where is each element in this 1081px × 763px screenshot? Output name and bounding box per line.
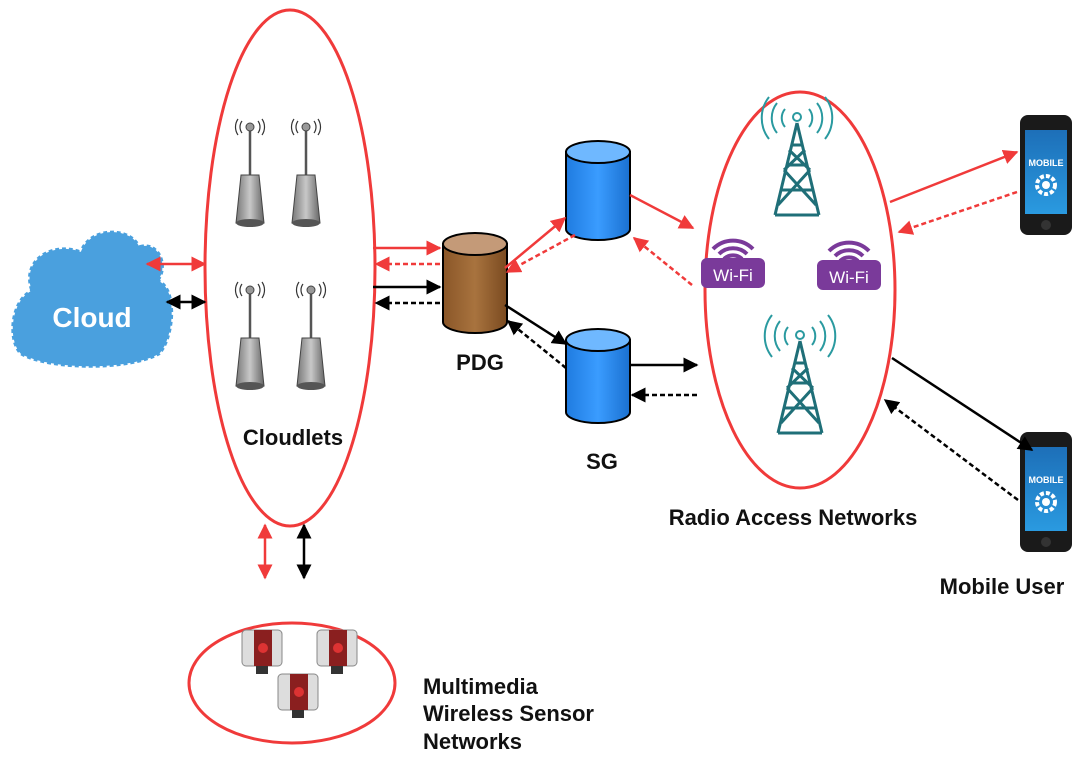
wifi-label: Wi-Fi [829, 268, 869, 287]
cell-tower-icon [763, 313, 837, 435]
cloudlets-label: Cloudlets [243, 425, 343, 450]
smartphone-icon [1018, 113, 1074, 237]
smartphone-icon [1018, 430, 1074, 554]
arrow-gw-pdg-red-dashed [505, 233, 576, 274]
phone-screen-text: MOBILE [1029, 158, 1064, 168]
pdg-label: PDG [456, 350, 504, 375]
phone-screen-text: MOBILE [1029, 475, 1064, 485]
connection-arrows [145, 149, 1034, 580]
cell-tower-icon [760, 95, 834, 217]
pdg-cylinder-icon [442, 232, 508, 334]
antenna-icon [295, 280, 327, 392]
arrow-ran-gw-red-dashed [632, 237, 693, 286]
arrow-sg-pdg-black-dashed [506, 320, 567, 369]
cloud-icon: Cloud [9, 229, 175, 370]
arrow-ran-phone2-black [891, 356, 1034, 452]
sg-cylinder-icon [565, 328, 631, 424]
arrow-pdg-sg-black [504, 303, 568, 346]
antenna-icon [290, 117, 322, 229]
arrow-phone1-ran-red-dashed [897, 190, 1018, 235]
gateway-cylinder-icon [565, 140, 631, 241]
arrow-pdg-gw-red [504, 217, 567, 269]
mwsn-label-line3: Networks [423, 729, 522, 754]
arrow-gw-ran-red [629, 193, 695, 230]
ran-group [703, 90, 897, 490]
arrow-ran-phone1-red [889, 149, 1019, 204]
wifi-label: Wi-Fi [713, 266, 753, 285]
antenna-icon [234, 280, 266, 392]
sg-label: SG [586, 449, 618, 474]
mwsn-label-line1: Multimedia [423, 674, 539, 699]
cloud-logo-text: Cloud [52, 302, 131, 333]
camera-sensor-icon [241, 629, 283, 675]
mobile-user-label: Mobile User [940, 574, 1065, 599]
camera-sensor-icon [316, 629, 358, 675]
camera-sensor-icon [277, 673, 319, 719]
arrow-phone2-ran-black-dashed [883, 399, 1019, 501]
mwsn-label-line2: Wireless Sensor [423, 701, 594, 726]
mwsn-group [187, 621, 397, 745]
antenna-icon [234, 117, 266, 229]
ran-label: Radio Access Networks [669, 505, 918, 530]
